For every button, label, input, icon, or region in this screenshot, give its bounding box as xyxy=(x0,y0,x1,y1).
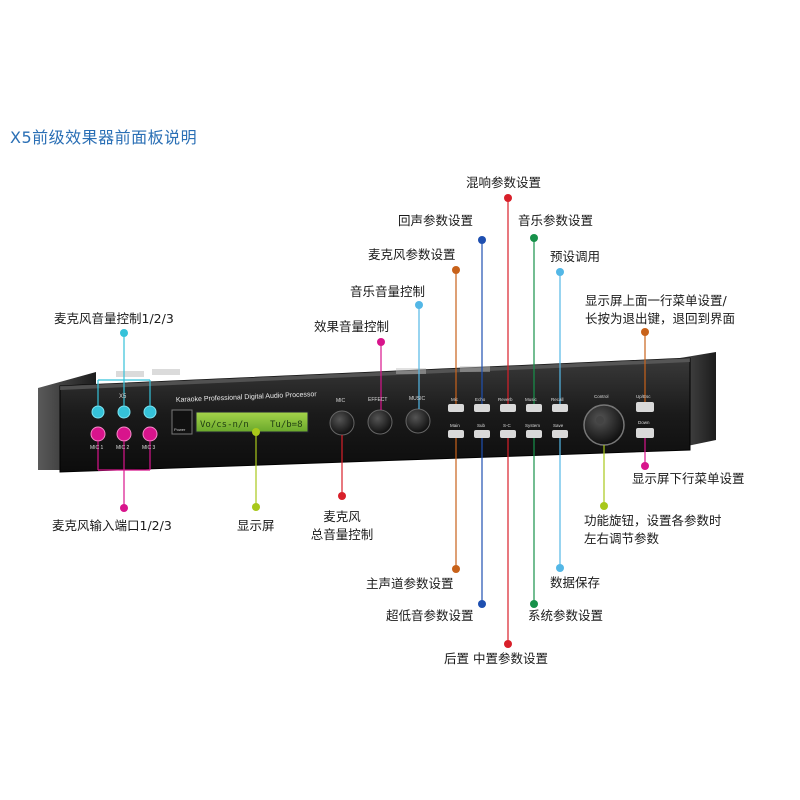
mic3-label: MIC 3 xyxy=(142,445,156,451)
btn-label-mic: Mic xyxy=(451,397,459,402)
model-label: X5 xyxy=(119,394,127,400)
btn-recall xyxy=(552,404,568,412)
callout-system: 系统参数设置 xyxy=(528,608,604,623)
mic-input-jack-3 xyxy=(142,426,158,442)
knob-effect xyxy=(367,409,393,435)
callout-preset: 预设调用 xyxy=(550,249,601,264)
btn-mic xyxy=(448,404,464,412)
callout-up-menu-1: 显示屏上面一行菜单设置/ xyxy=(585,293,727,308)
callout-music-volume: 音乐音量控制 xyxy=(350,284,426,299)
callout-mic-volume: 麦克风音量控制1/2/3 xyxy=(54,311,174,326)
btn-label-save: Save xyxy=(553,423,564,428)
knob-label-music: MUSIC xyxy=(409,396,426,402)
btn-label-main: Main xyxy=(450,423,460,428)
callout-mic-input: 麦克风输入端口1/2/3 xyxy=(52,518,172,533)
btn-label-echo: Echo xyxy=(475,397,486,402)
btn-save xyxy=(552,430,568,438)
btn-echo xyxy=(474,404,490,412)
power-button xyxy=(171,409,193,435)
btn-system xyxy=(526,430,542,438)
mic-volume-knob-3 xyxy=(143,405,157,419)
leader-mic-input xyxy=(97,441,151,506)
mic-volume-knob-1 xyxy=(91,405,105,419)
callout-effect-volume: 效果音量控制 xyxy=(314,319,390,334)
control-knob xyxy=(583,404,625,446)
btn-sub xyxy=(474,430,490,438)
btn-down xyxy=(636,428,654,438)
callout-mic-master-2: 总音量控制 xyxy=(310,527,374,542)
power-label: Power xyxy=(174,427,186,432)
btn-label-sc: S-C xyxy=(503,423,512,428)
page-title: X5前级效果器前面板说明 xyxy=(10,128,198,147)
callout-echo: 回声参数设置 xyxy=(398,213,474,228)
mic-input-jack-1 xyxy=(90,426,106,442)
down-label: Down xyxy=(638,420,650,425)
lcd-right-text: Tu/b=8 xyxy=(270,420,303,430)
btn-label-sub: Sub xyxy=(477,423,486,428)
btn-label-reverb: Reverb xyxy=(498,397,513,402)
leader-mic-volume xyxy=(97,333,151,406)
callout-sub: 超低音参数设置 xyxy=(386,608,474,623)
callout-save: 数据保存 xyxy=(550,575,601,590)
callout-reverb: 混响参数设置 xyxy=(466,175,542,190)
callout-down-menu: 显示屏下行菜单设置 xyxy=(632,471,745,486)
knob-music xyxy=(405,408,431,434)
control-label: Control xyxy=(594,394,609,399)
btn-main xyxy=(448,430,464,438)
mic-input-jack-2 xyxy=(116,426,132,442)
btn-label-music: Music xyxy=(525,397,538,402)
callout-up-menu-2: 长按为退出键，退回到界面 xyxy=(585,311,736,326)
knob-mic xyxy=(329,410,355,436)
lcd-left-text: Vo/cs-n/n xyxy=(200,420,249,430)
mic-volume-knob-2 xyxy=(117,405,131,419)
callout-display: 显示屏 xyxy=(237,518,275,533)
callout-main: 主声道参数设置 xyxy=(366,576,454,591)
btn-label-recall: Recall xyxy=(551,397,564,402)
mic2-label: MIC 2 xyxy=(116,445,130,451)
btn-label-system: System xyxy=(525,423,540,428)
knob-label-effect: EFFECT xyxy=(368,397,387,403)
btn-sc xyxy=(500,430,516,438)
callout-mic-param: 麦克风参数设置 xyxy=(368,247,456,262)
callout-knob-2: 左右调节参数 xyxy=(584,531,660,546)
up-esc-label: Up/Esc xyxy=(636,394,651,399)
callout-mic-master-1: 麦克风 xyxy=(323,509,361,524)
btn-reverb xyxy=(500,404,516,412)
mic1-label: MIC 1 xyxy=(90,445,104,451)
callout-sc: 后置 中置参数设置 xyxy=(444,651,548,666)
btn-music xyxy=(526,404,542,412)
btn-up-esc xyxy=(636,402,654,412)
knob-label-mic: MIC xyxy=(336,398,346,404)
callout-music-param: 音乐参数设置 xyxy=(518,213,594,228)
callout-knob-1: 功能旋钮，设置各参数时 xyxy=(584,513,722,528)
